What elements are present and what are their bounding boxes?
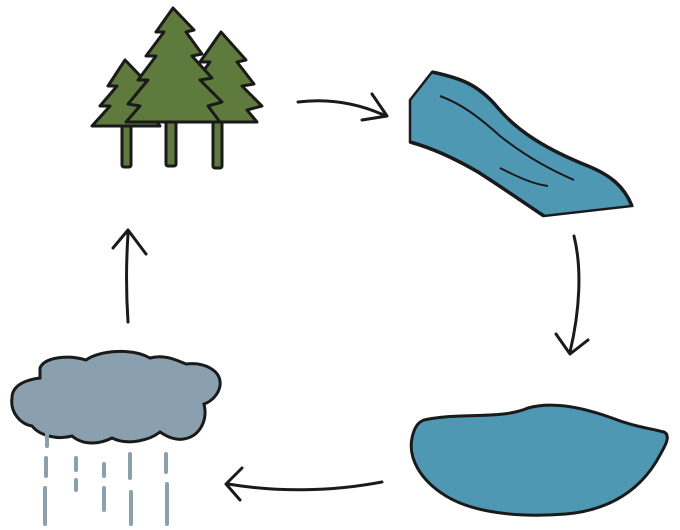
arrow-forest-to-river	[298, 94, 387, 120]
rain-drops	[45, 432, 167, 524]
arrow-river-to-lake	[556, 236, 588, 354]
lake-icon	[411, 405, 667, 515]
forest-icon	[92, 8, 262, 168]
arrow-lake-to-cloud	[226, 468, 382, 500]
arrow-cloud-to-forest	[113, 230, 146, 322]
rain-cloud-icon	[12, 351, 220, 524]
river-icon	[410, 72, 632, 216]
tree-center	[126, 8, 222, 166]
